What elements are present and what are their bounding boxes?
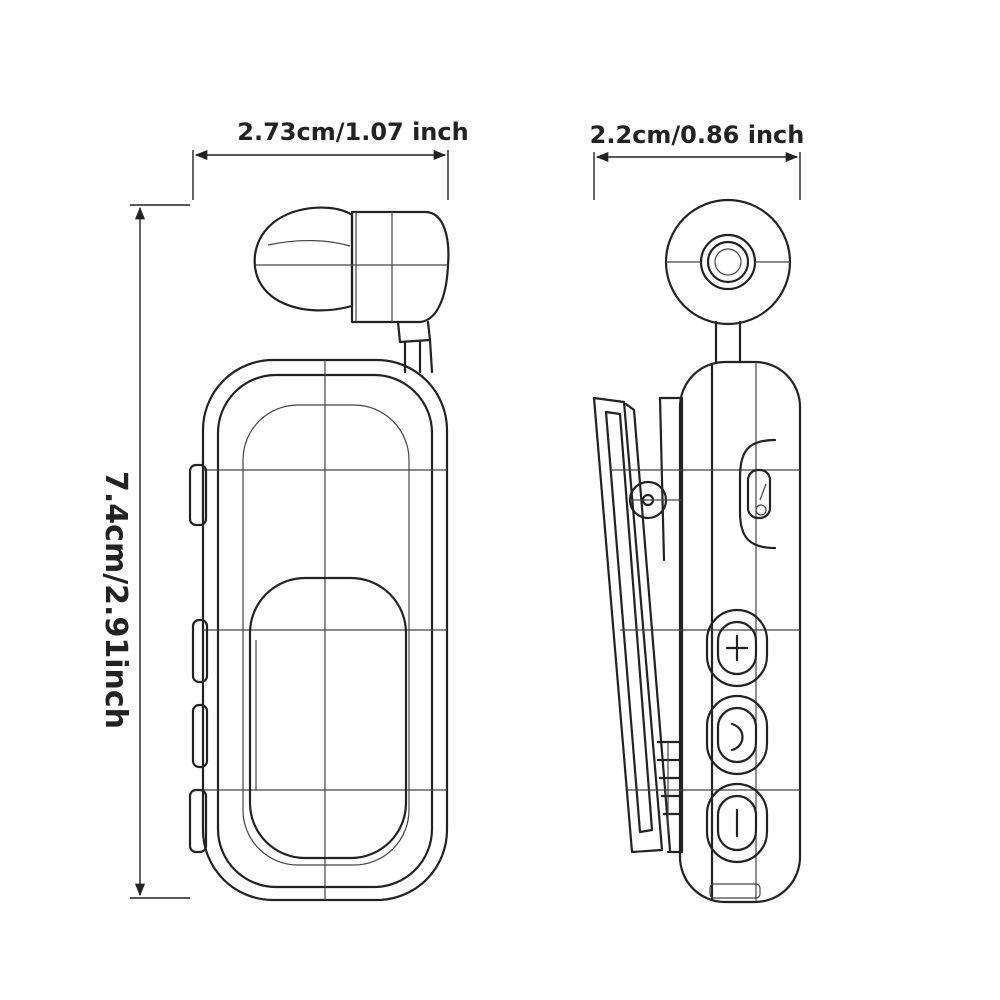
call-icon bbox=[705, 694, 769, 776]
belt-clip bbox=[592, 396, 684, 854]
width-dimension: 2.73cm/1.07 inch bbox=[192, 118, 469, 200]
side-view bbox=[592, 198, 802, 904]
depth-dimension: 2.2cm/0.86 inch bbox=[590, 121, 805, 200]
front-earbud bbox=[253, 206, 450, 344]
side-body bbox=[678, 360, 802, 904]
front-side-buttons bbox=[188, 463, 209, 854]
front-view bbox=[188, 206, 450, 902]
volume-up-icon bbox=[705, 608, 769, 688]
front-panel bbox=[248, 576, 408, 860]
height-dimension: 7.4cm/2.91inch bbox=[98, 204, 190, 899]
front-cable bbox=[403, 338, 434, 374]
side-earbud bbox=[664, 198, 792, 364]
power-switch-icon bbox=[738, 438, 777, 550]
volume-down-icon bbox=[705, 782, 769, 864]
width-label: 2.73cm/1.07 inch bbox=[237, 118, 468, 146]
height-label: 7.4cm/2.91inch bbox=[98, 471, 133, 729]
front-body bbox=[201, 358, 449, 902]
depth-label: 2.2cm/0.86 inch bbox=[590, 121, 805, 149]
